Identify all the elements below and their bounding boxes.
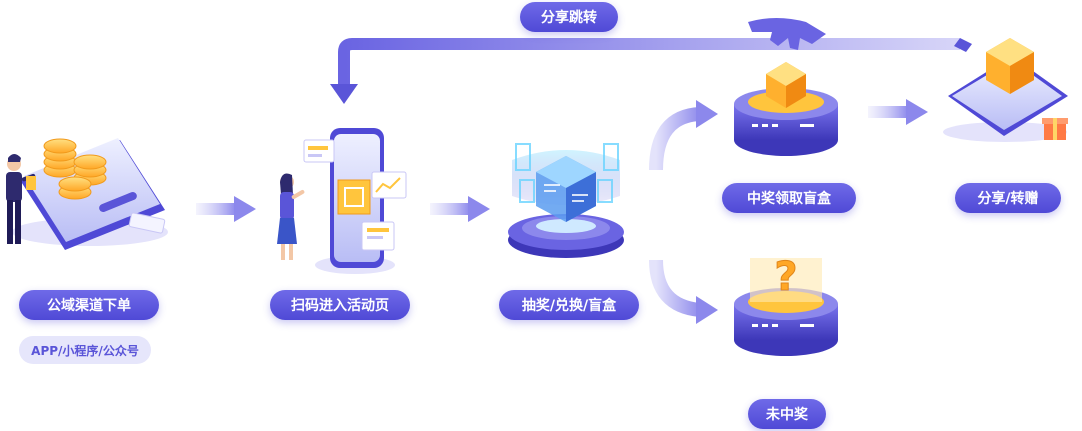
step-label-win: 中奖领取盲盒	[722, 183, 856, 213]
question-podium-icon: ?	[734, 254, 838, 356]
step-label-draw: 抽奖/兑换/盲盒	[499, 290, 639, 320]
flow-arrow-1	[196, 196, 256, 222]
step-label-public-order: 公域渠道下单	[19, 290, 159, 320]
share-return-arrow	[330, 38, 960, 104]
share-phone-icon	[943, 38, 1068, 142]
branch-arrow-down	[649, 259, 718, 324]
flow-arrow-4	[868, 99, 928, 125]
step-sublabel-channels: APP/小程序/公众号	[19, 336, 151, 364]
branch-arrow-up	[649, 100, 718, 171]
person-figure	[6, 154, 36, 244]
hologram-cube-icon	[508, 143, 624, 258]
share-jump-label: 分享跳转	[520, 2, 618, 32]
phone-coins-icon	[6, 138, 168, 250]
flow-arrow-2	[430, 196, 490, 222]
step-label-scan: 扫码进入活动页	[270, 290, 410, 320]
gift-icon	[1042, 118, 1068, 140]
phone-scan-icon	[277, 128, 407, 274]
step-label-no-win: 未中奖	[748, 399, 826, 429]
prize-podium-icon	[734, 18, 838, 156]
step-label-share: 分享/转赠	[955, 183, 1061, 213]
svg-text:?: ?	[774, 254, 797, 300]
hand-icon	[748, 18, 826, 50]
woman-figure	[277, 173, 305, 260]
